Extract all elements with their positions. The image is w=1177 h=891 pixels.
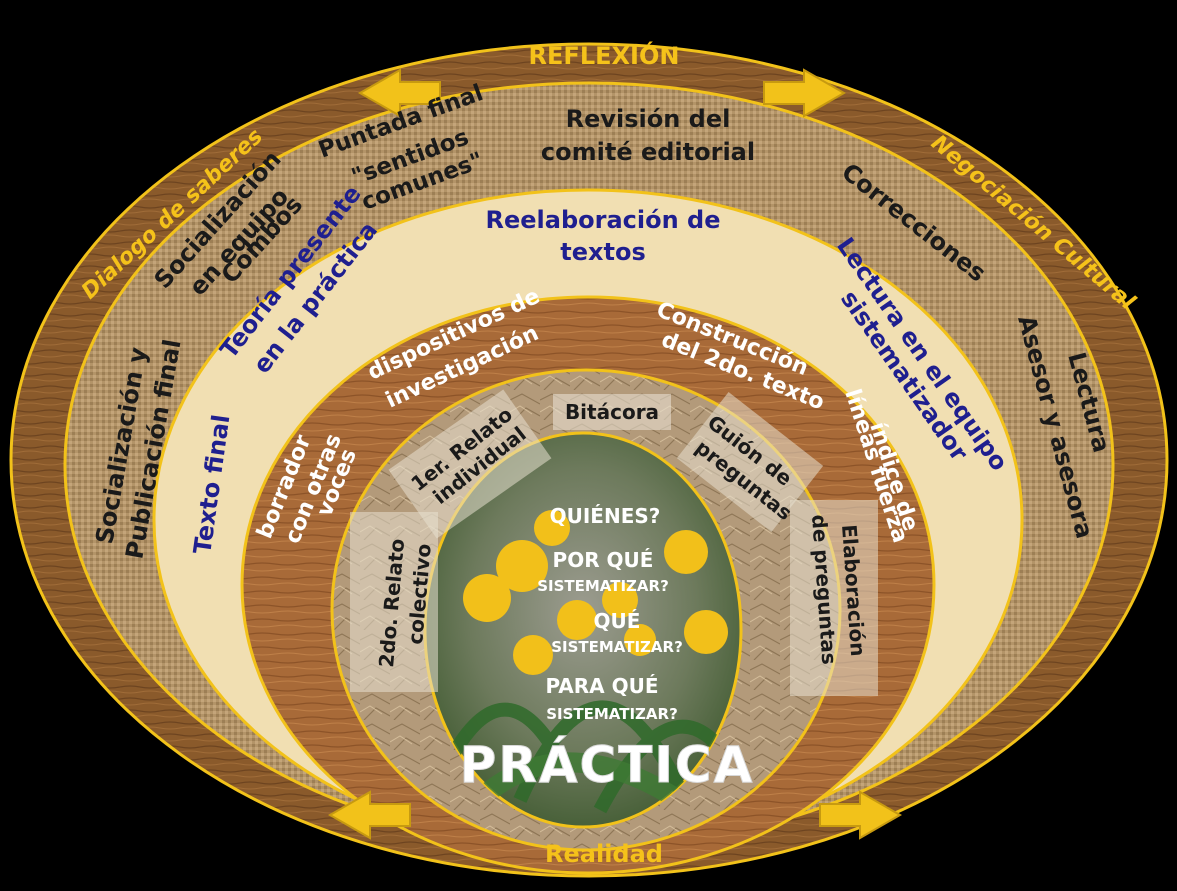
paper-box-2do-relato: 2do. Relato colectivo bbox=[350, 512, 438, 692]
question-que: QUÉ bbox=[594, 609, 641, 633]
paper-box-guion: Guión de preguntas bbox=[676, 391, 824, 533]
jute-label-revision-del: Revisión del bbox=[566, 105, 731, 133]
label-reflexion: REFLEXIÓN bbox=[529, 40, 680, 70]
arrow-bottom-right-icon bbox=[819, 790, 903, 840]
jute-label-comite-editorial: comité editorial bbox=[541, 138, 755, 166]
paper-label-bitacora: Bitácora bbox=[565, 400, 659, 424]
question-por-que: POR QUÉ bbox=[553, 548, 654, 572]
center-title-practica: PRÁCTICA bbox=[460, 735, 755, 794]
arrow-top-right-icon bbox=[763, 68, 847, 118]
question-para-que: PARA QUÉ bbox=[545, 674, 658, 698]
parchment-label-reelaboracion: Reelaboración de bbox=[486, 206, 721, 234]
paper-box-bitacora: Bitácora bbox=[553, 394, 671, 430]
parchment-label-textos: textos bbox=[560, 238, 645, 266]
label-realidad: Realidad bbox=[545, 840, 663, 868]
question-que-sistematizar: SISTEMATIZAR? bbox=[551, 638, 683, 656]
question-por-que-sistematizar: SISTEMATIZAR? bbox=[537, 577, 669, 595]
question-quienes: QUIÉNES? bbox=[550, 504, 661, 528]
question-para-que-sistematizar: SISTEMATIZAR? bbox=[546, 705, 678, 723]
paper-box-elaboracion: Elaboración de preguntas bbox=[790, 500, 878, 696]
arrow-top-left-icon bbox=[357, 68, 441, 118]
arrow-bottom-left-icon bbox=[327, 790, 411, 840]
